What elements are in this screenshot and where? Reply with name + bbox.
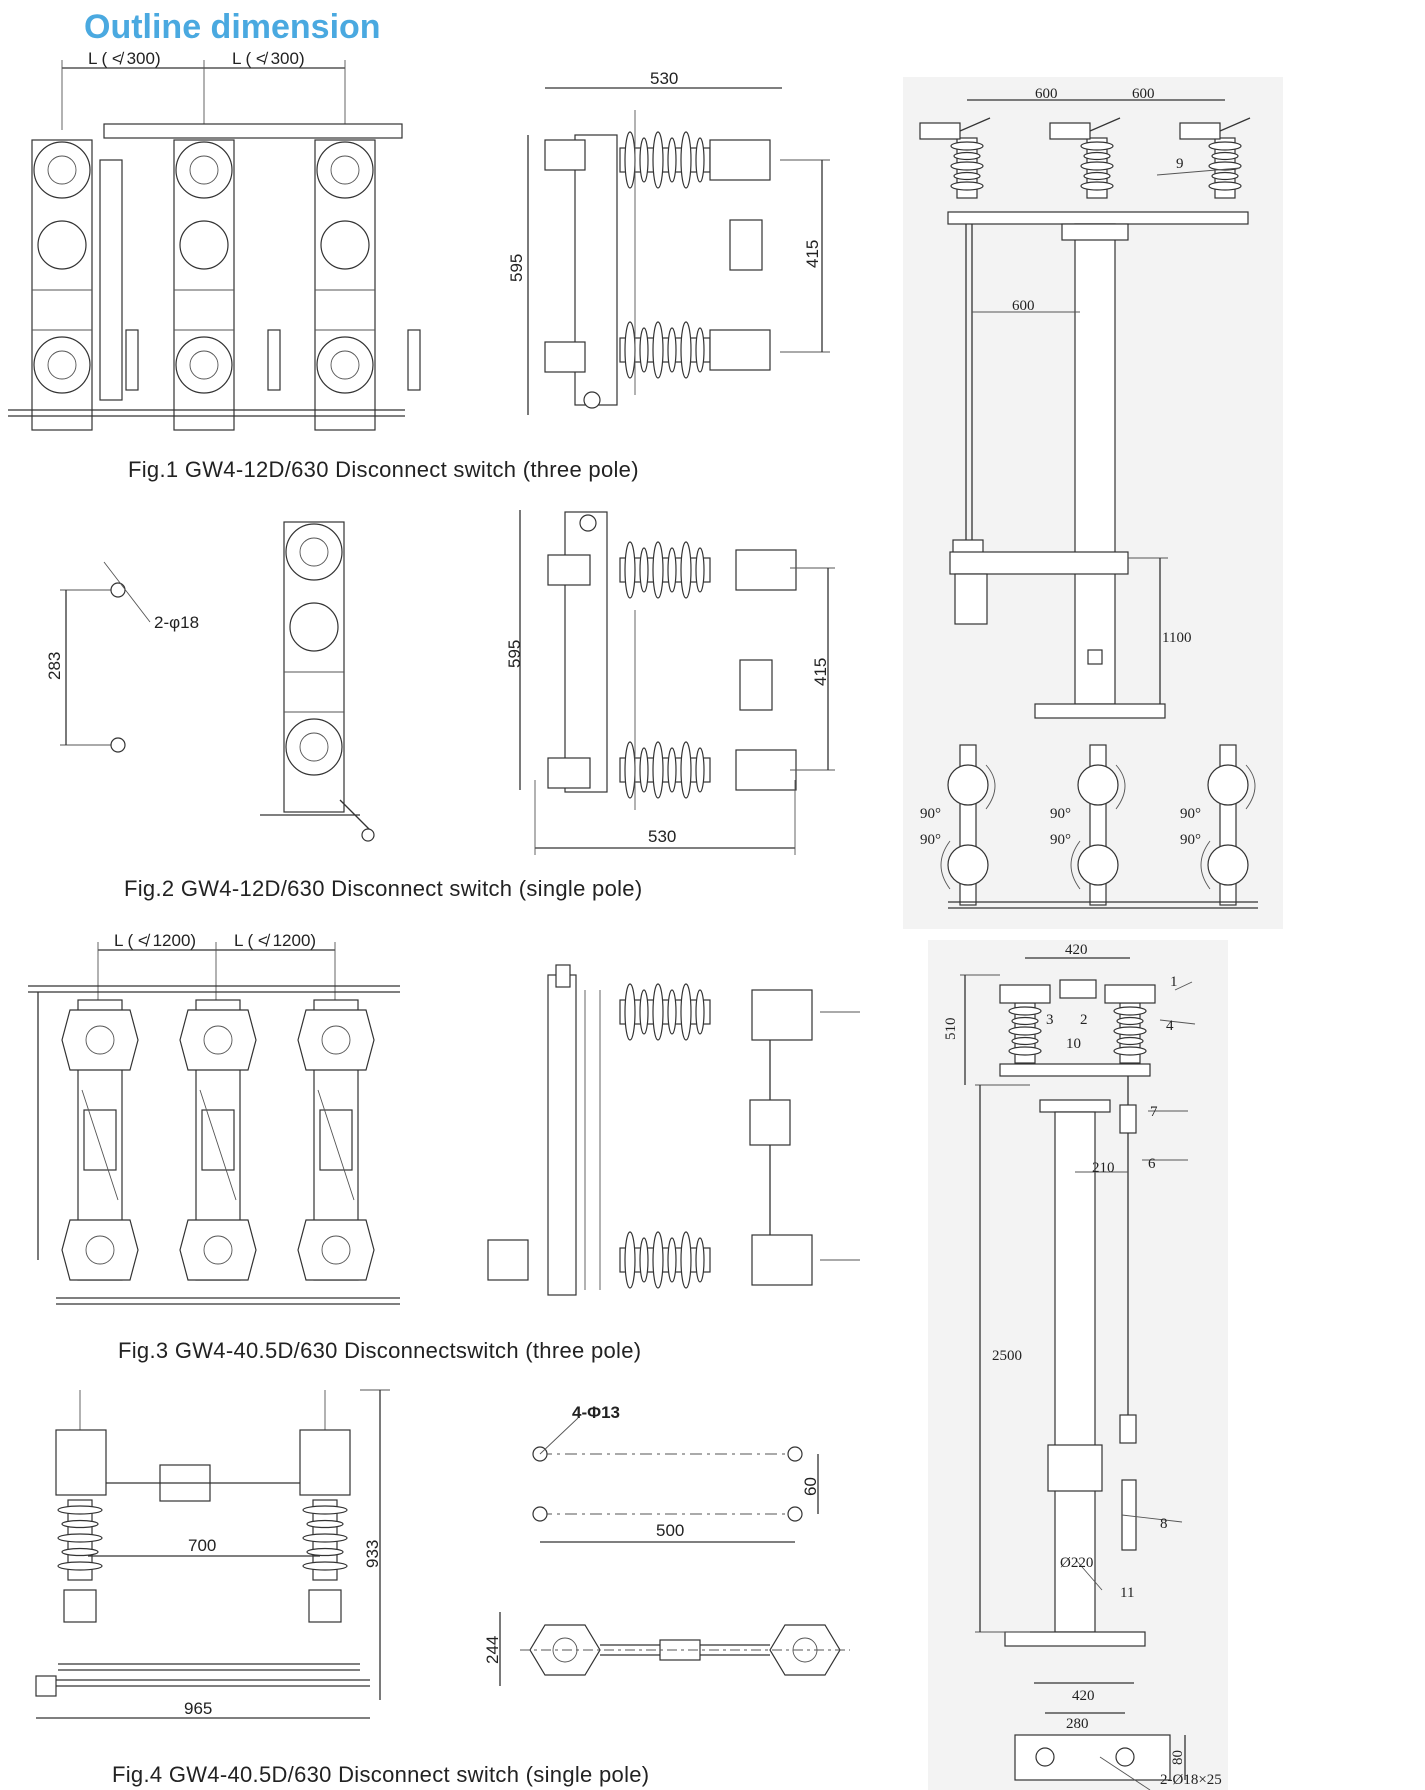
fig1-dim-height: 595 <box>507 254 526 282</box>
fig4-dim-700: 700 <box>188 1536 216 1555</box>
right-top-mounting-view <box>919 99 1251 719</box>
fig1-caption: Fig.1 GW4-12D/630 Disconnect switch (thr… <box>128 457 639 482</box>
fig2-dim-283: 283 <box>45 652 64 680</box>
angle-4: 90° <box>1050 832 1071 848</box>
fig4-dim-500: 500 <box>656 1521 684 1540</box>
fig2-dim-height2: 415 <box>811 658 830 686</box>
right-bottom-dim-phi220: Ø220 <box>1060 1555 1093 1571</box>
callout-3: 3 <box>1046 1012 1054 1028</box>
right-bottom-dim-420: 420 <box>1065 942 1088 958</box>
fig3-dim-l2: L ( ≮ 1200) <box>234 931 316 950</box>
angle-2: 90° <box>920 832 941 848</box>
fig4-dim-965: 965 <box>184 1699 212 1718</box>
right-top-dim-1100: 1100 <box>1162 630 1191 646</box>
callout-7: 7 <box>1150 1104 1158 1120</box>
fig4-single-pole-view <box>35 1389 390 1719</box>
right-bottom-dim-2500: 2500 <box>992 1348 1022 1364</box>
fig4-dim-933: 933 <box>363 1540 382 1568</box>
right-top-dim-600a: 600 <box>1035 86 1058 102</box>
right-bottom-dim-holes: 2-Ø18×25 <box>1160 1772 1222 1788</box>
fig4-dim-hole: 4-Φ13 <box>572 1403 620 1422</box>
fig1-three-pole-view <box>8 60 421 431</box>
right-top-label-9: 9 <box>1176 156 1184 172</box>
fig4-dim-60: 60 <box>801 1477 820 1496</box>
callout-1: 1 <box>1170 974 1178 990</box>
fig3-side-view <box>487 964 860 1296</box>
fig2-hole-detail <box>60 561 151 753</box>
fig1-dim-l2: L ( ≮ 300) <box>232 49 305 68</box>
fig3-dim-l1: L ( ≮ 1200) <box>114 931 196 950</box>
fig2-dim-hole: 2-φ18 <box>154 613 199 632</box>
fig2-caption: Fig.2 GW4-12D/630 Disconnect switch (sin… <box>124 876 642 901</box>
fig1-dim-width: 530 <box>650 69 678 88</box>
fig4-caption: Fig.4 GW4-40.5D/630 Disconnect switch (s… <box>112 1762 649 1787</box>
fig3-caption: Fig.3 GW4-40.5D/630 Disconnectswitch (th… <box>118 1338 641 1363</box>
fig3-three-pole-view <box>28 942 400 1305</box>
fig4-dim-244: 244 <box>483 1636 502 1664</box>
callout-6: 6 <box>1148 1156 1156 1172</box>
fig2-dim-height: 595 <box>505 640 524 668</box>
fig2-side-view <box>519 510 835 855</box>
right-top-dim-600c: 600 <box>1012 298 1035 314</box>
page-title: Outline dimension <box>84 8 381 46</box>
right-bottom-mounting-view <box>960 957 1196 1790</box>
right-bottom-dim-210: 210 <box>1092 1160 1115 1176</box>
right-bottom-dim-510: 510 <box>943 1018 959 1041</box>
right-bottom-dim-280: 280 <box>1066 1716 1089 1732</box>
right-bottom-dim-420b: 420 <box>1072 1688 1095 1704</box>
right-top-rotation-views <box>940 744 1258 909</box>
angle-6: 90° <box>1180 832 1201 848</box>
angle-5: 90° <box>1180 806 1201 822</box>
fig4-base-plate-holes <box>532 1417 819 1543</box>
fig2-dim-width: 530 <box>648 827 676 846</box>
right-top-dim-600b: 600 <box>1132 86 1155 102</box>
callout-10: 10 <box>1066 1036 1081 1052</box>
fig1-dim-height2: 415 <box>803 240 822 268</box>
callout-4: 4 <box>1166 1018 1174 1034</box>
angle-1: 90° <box>920 806 941 822</box>
fig4-top-view <box>499 1612 850 1686</box>
callout-11: 11 <box>1120 1585 1134 1601</box>
fig1-side-view <box>527 87 830 415</box>
fig1-dim-l1: L ( ≮ 300) <box>88 49 161 68</box>
callout-2: 2 <box>1080 1012 1088 1028</box>
angle-3: 90° <box>1050 806 1071 822</box>
right-bottom-dim-80: 80 <box>1170 1750 1186 1765</box>
fig2-pole-view <box>260 521 375 842</box>
callout-8: 8 <box>1160 1516 1168 1532</box>
